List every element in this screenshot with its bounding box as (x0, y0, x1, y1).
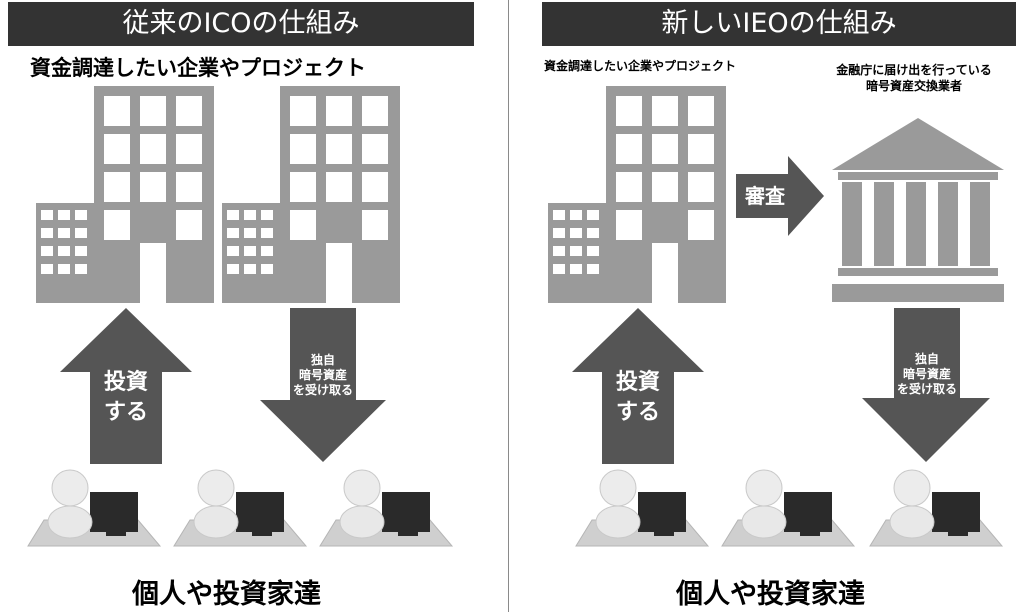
ico-illustration (27, 86, 454, 547)
invest-arrow-text: 投資 する (615, 370, 660, 425)
company-building-icon (548, 86, 726, 303)
ico-panel: 従来のICOの仕組み 資金調達したい企業やプロジェクト (8, 2, 474, 610)
review-arrow-text: 審査 (745, 184, 785, 208)
investor-person-icon (27, 469, 162, 547)
investor-person-icon (575, 469, 710, 547)
invest-up-arrow (60, 308, 192, 464)
investor-person-icon (319, 469, 454, 547)
ico-company-label: 資金調達したい企業やプロジェクト (30, 56, 366, 80)
ieo-illustration (548, 86, 1004, 547)
receive-arrow-text: 独自 暗号資産 を受け取る (896, 352, 957, 396)
ieo-investors-label: 個人や投資家達 (676, 579, 865, 610)
receive-arrow-text: 独自 暗号資産 を受け取る (292, 353, 353, 397)
ieo-company-label: 資金調達したい企業やプロジェクト (544, 59, 737, 73)
ieo-title: 新しいIEOの仕組み (542, 2, 1016, 46)
company-building-icon (222, 86, 400, 303)
bank-building-icon (832, 118, 1004, 302)
investor-person-icon (869, 469, 1004, 547)
invest-arrow-text: 投資 する (103, 370, 148, 425)
review-right-arrow (736, 156, 824, 236)
investor-person-icon (173, 469, 308, 547)
receive-down-arrow (862, 308, 990, 462)
investor-person-icon (721, 469, 856, 547)
receive-down-arrow (260, 308, 386, 462)
ico-title: 従来のICOの仕組み (8, 2, 474, 46)
panel-divider (508, 0, 509, 612)
exchange-label: 金融庁に届け出を行っている 暗号資産交換業者 (836, 63, 992, 93)
company-building-icon (36, 86, 214, 303)
ico-investors-label: 個人や投資家達 (132, 579, 321, 610)
invest-up-arrow (572, 308, 704, 464)
ieo-panel: 新しいIEOの仕組み 資金調達したい企業やプロジェクト 金融庁に届け出を行ってい… (512, 0, 1024, 612)
